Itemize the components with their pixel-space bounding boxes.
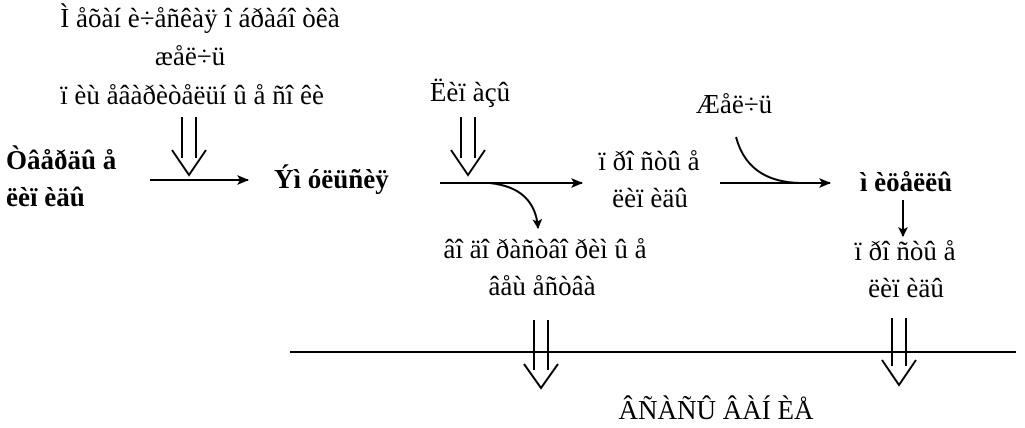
simple-lipids-label-2: ï ðî ñòû å <box>854 236 956 266</box>
simple-lipids-label-1: ï ðî ñòû å <box>598 146 700 176</box>
lipase-double-arrow <box>450 117 486 177</box>
solid-lipids-label: Òâåðäû å <box>6 145 117 175</box>
arrow-bile-into-flow <box>735 136 801 184</box>
simple-lipids-label-2b: ëèï èäû <box>868 273 944 303</box>
simple-lipids-absorption-arrow <box>881 318 917 387</box>
absorption-label: ÂÑÀÑÛ ÂÀÍ ÈÅ <box>618 395 814 425</box>
emulsion-label: Ýì óëüñèÿ <box>274 164 389 194</box>
treatment-double-arrow <box>171 117 207 177</box>
water-soluble-absorption-arrow <box>523 320 559 390</box>
treatment-label-line2: æåë÷ü <box>154 41 226 71</box>
simple-lipids-label-1b: ëèï èäû <box>612 183 688 213</box>
water-soluble-label: âî äî ðàñòâî ðèì û å <box>443 234 647 264</box>
arrow-branch-to-water-soluble <box>489 182 543 229</box>
treatment-label-line3: ï èù åâàðèòåëüí û å ñî êè <box>60 80 324 110</box>
bile-label: Æåë÷ü <box>695 89 773 119</box>
treatment-label-line1: Ì åõàí è÷åñêàÿ î áðàáî òêà <box>60 3 340 33</box>
solid-lipids-label-line2: ëèï èäû <box>6 182 85 212</box>
micelles-label: ì èöåëëû <box>859 167 953 197</box>
water-soluble-label-line2: âåù åñòâà <box>488 271 596 301</box>
lipase-label: Ëèï àçû <box>429 77 511 107</box>
